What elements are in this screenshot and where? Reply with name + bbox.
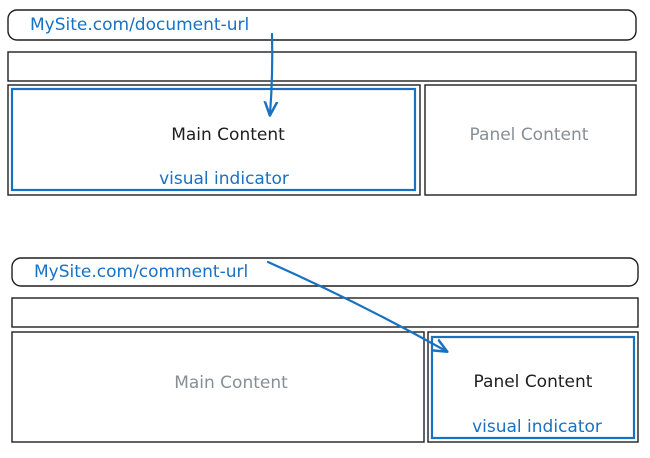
panel-content-label: Panel Content [470,125,589,145]
visual-indicator-label: visual indicator [472,417,602,437]
address-bar [7,9,637,41]
address-bar [11,257,639,287]
routing-arrow [270,32,272,114]
url-text: MySite.com/document-url [30,15,249,35]
main-content-label: Main Content [174,373,288,393]
main-content-label: Main Content [171,125,285,145]
main-content-highlight [10,87,417,192]
main-content-box [11,331,425,443]
scenario-document: MySite.com/document-url Main Content vis… [7,9,637,196]
routing-arrow [266,260,446,351]
scenario-comment: MySite.com/comment-url Main Content Pane… [11,257,639,443]
url-text: MySite.com/comment-url [34,262,248,282]
panel-content-label: Panel Content [474,372,593,392]
visual-indicator-label: visual indicator [159,169,289,189]
header-bar [7,51,637,82]
main-content-box [7,84,421,196]
panel-content-box [427,331,639,443]
header-bar [11,297,639,328]
panel-content-highlight [430,335,636,440]
panel-content-box [424,84,637,196]
